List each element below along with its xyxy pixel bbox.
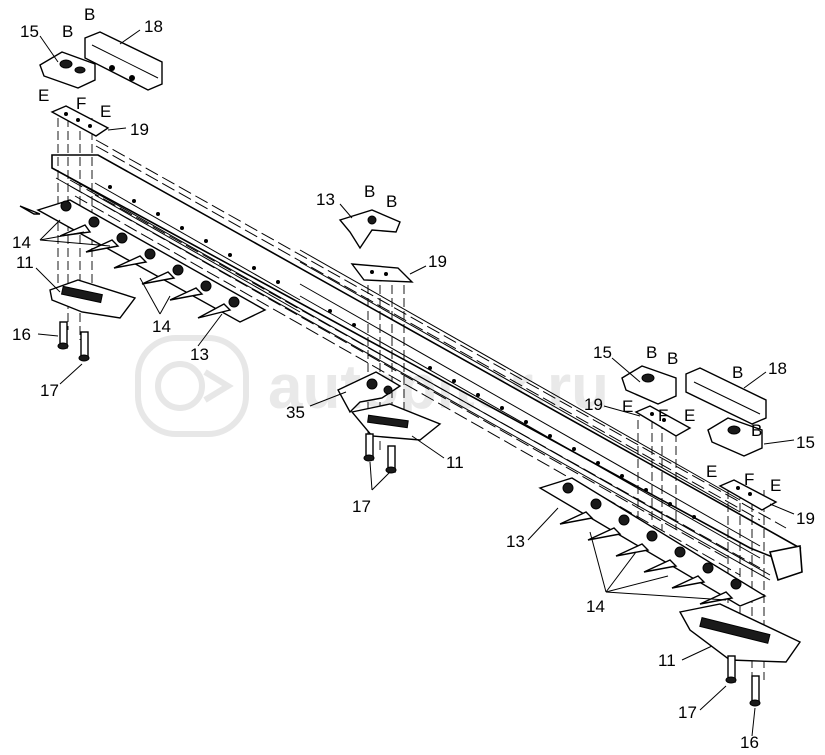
callout-15: 15 xyxy=(593,343,612,362)
part-13-center xyxy=(338,209,401,250)
callout-15: 15 xyxy=(796,433,815,452)
part-11-left xyxy=(49,279,137,319)
bolts-center xyxy=(363,433,397,474)
callout-18: 18 xyxy=(768,359,787,378)
letter-f: F xyxy=(658,406,668,425)
letter-b: B xyxy=(84,5,95,24)
part-15-right-upper xyxy=(621,365,677,405)
letter-b: B xyxy=(386,192,397,211)
callout-16: 16 xyxy=(12,325,31,344)
callout-17: 17 xyxy=(352,497,371,516)
callout-labels: 15 18 19 14 11 16 17 14 13 13 19 35 11 1… xyxy=(12,17,815,752)
letter-b: B xyxy=(62,22,73,41)
part-35-center xyxy=(337,371,402,414)
letter-e: E xyxy=(38,86,49,105)
callout-11: 11 xyxy=(446,453,464,472)
callout-35: 35 xyxy=(286,403,305,422)
letter-b: B xyxy=(751,421,762,440)
guard-row-right xyxy=(538,477,767,607)
callout-11: 11 xyxy=(16,253,34,272)
part-19-right-upper xyxy=(634,405,692,437)
bolts-left xyxy=(57,321,90,362)
callout-19: 19 xyxy=(584,395,603,414)
letter-f: F xyxy=(76,94,86,113)
part-15-right-lower xyxy=(707,417,763,457)
callout-13: 13 xyxy=(190,345,209,364)
part-11-right xyxy=(678,603,802,663)
rail-holes xyxy=(108,185,696,519)
callout-16: 16 xyxy=(740,733,759,752)
bolts-right xyxy=(725,655,761,707)
letter-e: E xyxy=(100,102,111,121)
callout-17: 17 xyxy=(678,703,697,722)
letter-b: B xyxy=(667,349,678,368)
callout-14: 14 xyxy=(152,317,171,336)
callout-14: 14 xyxy=(12,233,31,252)
letter-b: B xyxy=(732,363,743,382)
part-15-left xyxy=(39,51,96,89)
callout-15: 15 xyxy=(20,22,39,41)
letter-labels: B B E F E B B B B B B E F E E F E xyxy=(38,5,781,495)
part-19-right-lower xyxy=(718,479,778,511)
callout-11: 11 xyxy=(658,651,676,670)
part-11-center xyxy=(350,403,442,441)
part-18-left xyxy=(84,31,163,91)
letter-e: E xyxy=(770,476,781,495)
callout-14: 14 xyxy=(586,597,605,616)
letter-e: E xyxy=(684,406,695,425)
leader-lines xyxy=(35,29,795,737)
letter-b: B xyxy=(646,343,657,362)
guard-row-left xyxy=(19,199,267,323)
part-18-right xyxy=(685,367,767,425)
callout-17: 17 xyxy=(40,381,59,400)
callout-13: 13 xyxy=(316,190,335,209)
callout-19: 19 xyxy=(130,120,149,139)
callout-19: 19 xyxy=(796,509,815,528)
letter-e: E xyxy=(622,397,633,416)
callout-18: 18 xyxy=(144,17,163,36)
cutter-bar-rails xyxy=(51,139,803,582)
letter-f: F xyxy=(744,470,754,489)
part-19-center xyxy=(350,263,414,283)
callout-13: 13 xyxy=(506,532,525,551)
letter-e: E xyxy=(706,462,717,481)
callout-19: 19 xyxy=(428,252,447,271)
watermark-logo xyxy=(135,335,249,437)
letter-b: B xyxy=(364,182,375,201)
part-19-left xyxy=(50,105,110,137)
